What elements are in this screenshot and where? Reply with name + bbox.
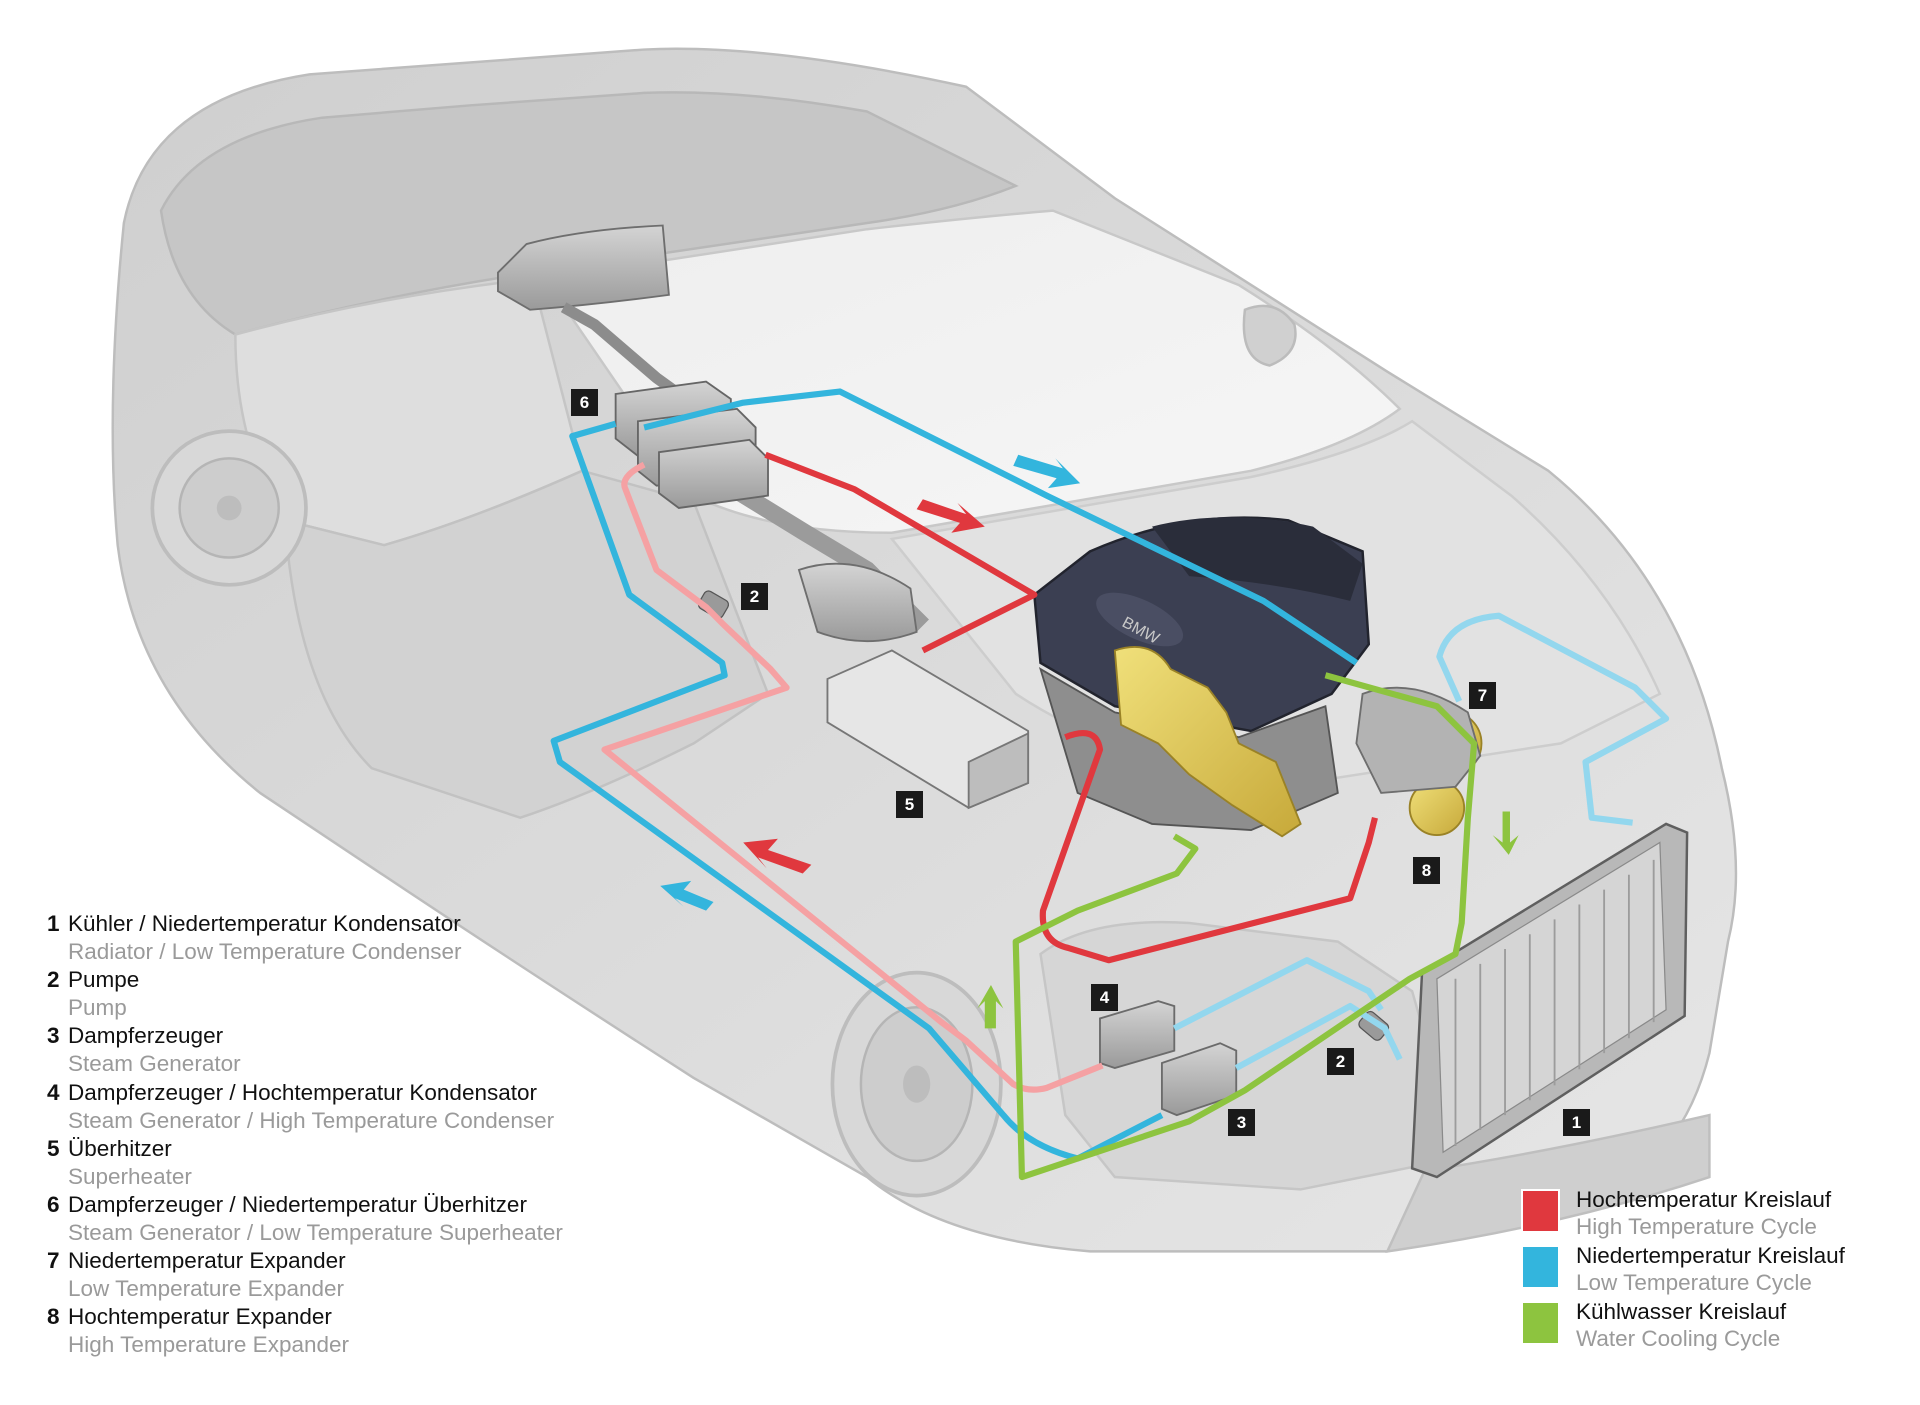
key-label-de: Kühler / Niedertemperatur Kondensator <box>68 911 461 936</box>
arrow-high-temp-forward <box>916 499 985 533</box>
marker-5: 5 <box>896 791 923 818</box>
key-number: 6 <box>47 1191 60 1217</box>
marker-1: 1 <box>1563 1109 1590 1136</box>
key-item-5: 5 Überhitzer Superheater <box>47 1135 667 1191</box>
cycle-legend: Hochtemperatur Kreislauf High Temperatur… <box>1521 1186 1911 1354</box>
key-item-3: 3 Dampferzeuger Steam Generator <box>47 1022 667 1078</box>
marker-6: 6 <box>571 389 598 416</box>
key-label-en: Low Temperature Expander <box>68 1276 344 1302</box>
exhaust-pipe <box>720 475 929 643</box>
component-key: 1 Kühler / Niedertemperatur Kondensator R… <box>47 910 667 1360</box>
key-label-en: Pump <box>68 995 127 1021</box>
key-label-en: Steam Generator / Low Temperature Superh… <box>68 1219 563 1245</box>
legend-item-low-temperature: Niedertemperatur Kreislauf Low Temperatu… <box>1521 1242 1911 1298</box>
key-number: 3 <box>47 1023 60 1049</box>
legend-label-en: High Temperature Cycle <box>1576 1214 1817 1239</box>
key-label-de: Dampferzeuger / Hochtemperatur Kondensat… <box>68 1079 537 1105</box>
key-label-de: Dampferzeuger / Niedertemperatur Überhit… <box>68 1191 527 1217</box>
key-number: 2 <box>47 967 60 993</box>
high-temperature-cycle-line <box>601 451 1378 1093</box>
arrow-low-temp-forward <box>1013 454 1081 489</box>
key-label-en: Steam Generator / High Temperature Conde… <box>68 1107 555 1133</box>
marker-3: 3 <box>1228 1109 1255 1136</box>
superheater-5 <box>826 649 1030 810</box>
key-label-en: Radiator / Low Temperature Condenser <box>68 939 462 964</box>
key-label-en: Superheater <box>68 1163 192 1189</box>
key-number: 7 <box>47 1248 60 1274</box>
key-item-1: 1 Kühler / Niedertemperatur Kondensator R… <box>47 910 667 966</box>
key-number: 1 <box>47 911 60 936</box>
key-label-en: High Temperature Expander <box>68 1332 349 1358</box>
key-label-de: Pumpe <box>68 967 140 993</box>
key-number: 5 <box>47 1135 60 1161</box>
key-item-2: 2 Pumpe Pump <box>47 966 667 1022</box>
rear-wheel <box>150 429 308 587</box>
key-label-de: Niedertemperatur Expander <box>68 1248 346 1274</box>
low-temperature-cycle-line <box>550 388 1670 1162</box>
legend-label-en: Low Temperature Cycle <box>1576 1270 1812 1295</box>
legend-label-de: Hochtemperatur Kreislauf <box>1576 1187 1832 1212</box>
legend-item-high-temperature: Hochtemperatur Kreislauf High Temperatur… <box>1521 1186 1911 1242</box>
legend-label-en: Water Cooling Cycle <box>1576 1326 1781 1351</box>
marker-2-front: 2 <box>1327 1048 1354 1075</box>
steam-generator-4 <box>1099 1000 1176 1069</box>
marker-8: 8 <box>1413 857 1440 884</box>
legend-swatch-green <box>1521 1301 1560 1345</box>
marker-2-rear: 2 <box>741 583 768 610</box>
flow-arrows <box>660 454 1519 1029</box>
key-label-de: Hochtemperatur Expander <box>68 1304 332 1330</box>
expander-gears <box>1113 646 1483 838</box>
key-label-en: Steam Generator <box>68 1051 241 1077</box>
arrow-low-temp-return <box>660 880 714 911</box>
legend-swatch-blue <box>1521 1245 1560 1289</box>
legend-label-de: Niedertemperatur Kreislauf <box>1576 1243 1845 1268</box>
radiator <box>1410 822 1689 1179</box>
key-item-6: 6 Dampferzeuger / Niedertemperatur Überhi… <box>47 1191 667 1247</box>
legend-swatch-red <box>1521 1189 1560 1233</box>
arrow-cooling-down <box>1492 811 1519 855</box>
key-item-8: 8 Hochtemperatur Expander High Temperatur… <box>47 1303 667 1359</box>
key-number: 8 <box>47 1304 60 1330</box>
key-item-7: 7 Niedertemperatur Expander Low Temperatu… <box>47 1247 667 1303</box>
key-label-de: Überhitzer <box>68 1135 172 1161</box>
key-item-4: 4 Dampferzeuger / Hochtemperatur Kondensa… <box>47 1079 667 1135</box>
marker-7: 7 <box>1469 682 1496 709</box>
water-cooling-cycle-line <box>1012 672 1478 1181</box>
key-number: 4 <box>47 1079 60 1105</box>
legend-label-de: Kühlwasser Kreislauf <box>1576 1299 1787 1324</box>
legend-item-water-cooling: Kühlwasser Kreislauf Water Cooling Cycle <box>1521 1298 1911 1354</box>
arrow-high-temp-return <box>743 838 812 874</box>
marker-4: 4 <box>1091 984 1118 1011</box>
arrow-cooling-up <box>977 984 1004 1029</box>
key-label-de: Dampferzeuger <box>68 1023 224 1049</box>
